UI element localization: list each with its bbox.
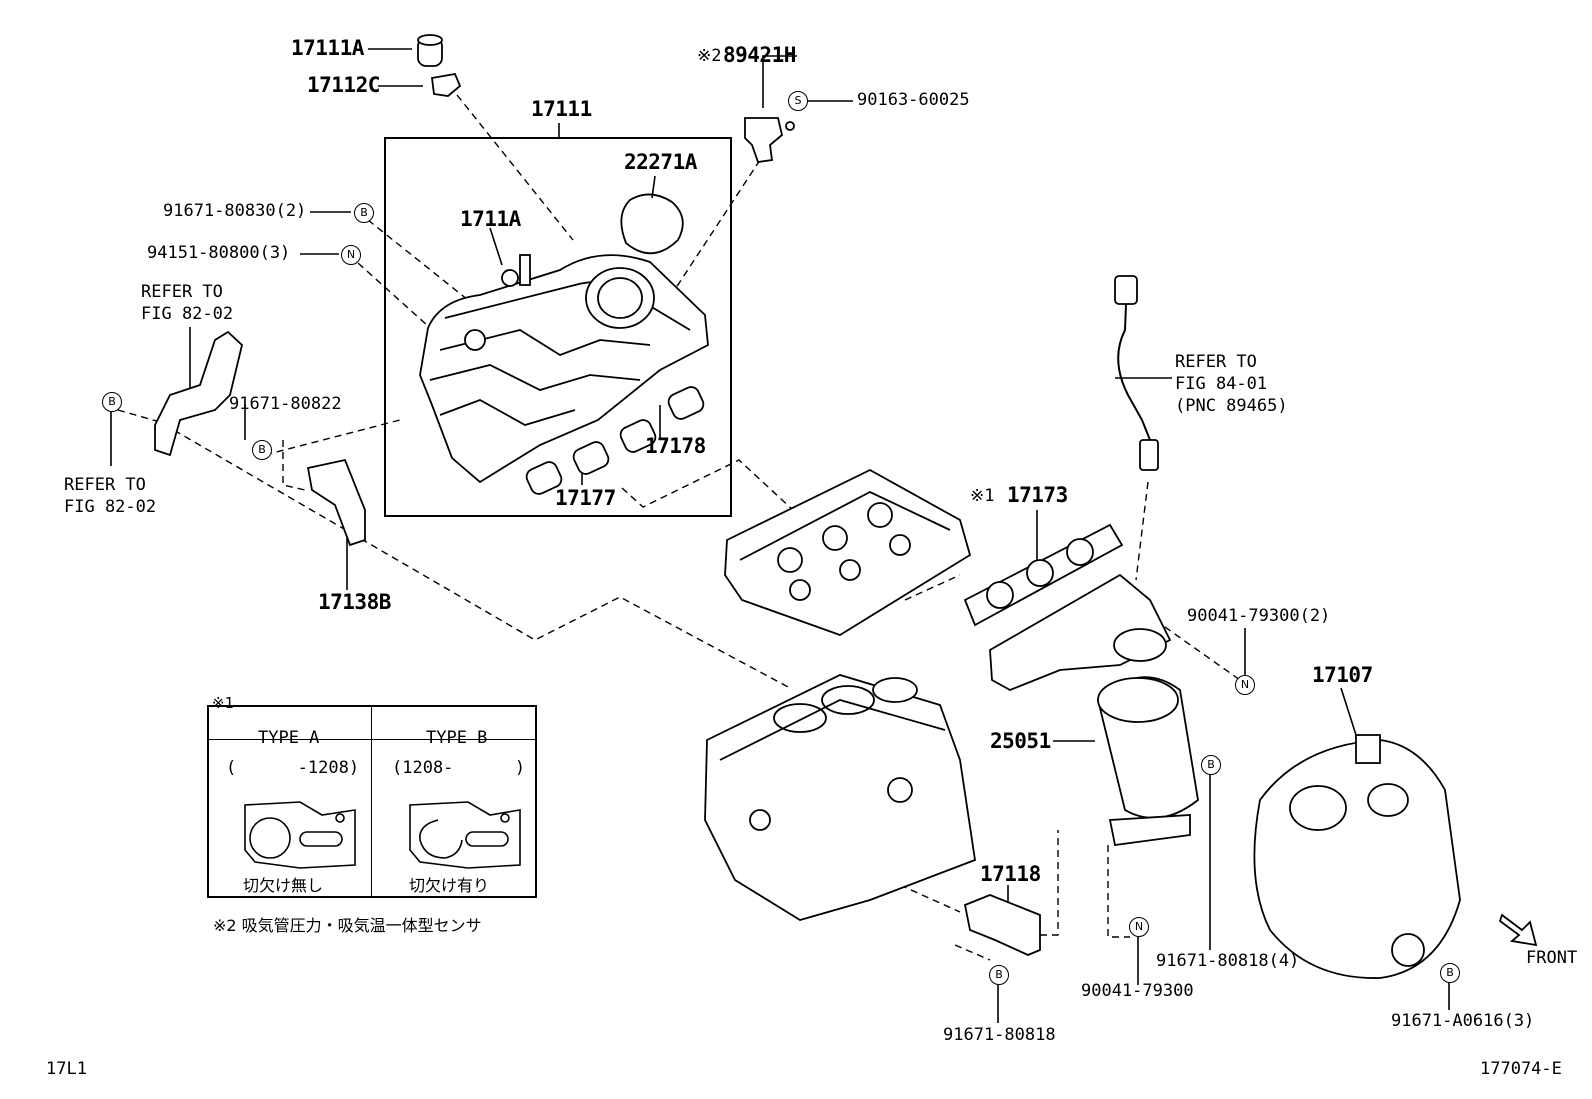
legend-type-a: TYPE A	[258, 728, 320, 748]
leader-17107	[1340, 687, 1357, 736]
leader-89421H	[762, 55, 797, 108]
label-25051[interactable]: 25051	[990, 729, 1051, 753]
label-90041-79300[interactable]: 90041-79300	[1081, 981, 1194, 1001]
circle-b-91671-A0616: B	[1440, 963, 1460, 983]
label-refer-to-a: REFER TO	[141, 282, 223, 302]
dash-90041	[1107, 845, 1130, 938]
legend-gasket-type-b-icon	[409, 801, 521, 869]
dash-bracket-left	[117, 409, 791, 689]
label-pnc-89465: (PNC 89465)	[1175, 396, 1288, 416]
label-refer-to-b: REFER TO	[64, 475, 146, 495]
dash-17118-b	[954, 944, 991, 961]
circle-n-90041-2: N	[1235, 675, 1255, 695]
o2-sensor-icon	[1114, 275, 1159, 471]
label-17118[interactable]: 17118	[980, 862, 1041, 886]
label-89421H[interactable]: 89421H	[723, 43, 796, 67]
dash-b-bolt	[367, 219, 469, 301]
label-94151-80800[interactable]: 94151-80800(3)	[147, 243, 291, 263]
label-90163-60025[interactable]: 90163-60025	[857, 90, 970, 110]
dash-17173	[904, 574, 961, 601]
hose-17111A-icon	[417, 34, 443, 67]
label-17138B[interactable]: 17138B	[318, 590, 391, 614]
label-17173[interactable]: 17173	[1007, 483, 1068, 507]
circle-b-91671-80830: B	[354, 203, 374, 223]
bracket-refer-icon	[154, 330, 243, 457]
label-mark1: ※1	[970, 486, 995, 506]
label-17178[interactable]: 17178	[645, 434, 706, 458]
gasket-17173-icon	[963, 523, 1124, 627]
catalytic-converter-25051-icon	[1097, 676, 1199, 847]
circle-b-91671-80818-4: B	[1201, 755, 1221, 775]
label-91671-80822[interactable]: 91671-80822	[229, 394, 342, 414]
circle-n-90041: N	[1129, 917, 1149, 937]
cylinder-head-icon	[724, 468, 972, 636]
label-91671-80830[interactable]: 91671-80830(2)	[163, 201, 307, 221]
label-1711A[interactable]: 1711A	[460, 207, 521, 231]
dash-bracket-17118	[899, 884, 961, 913]
legend-header-row	[209, 707, 535, 740]
label-mark2: ※2	[697, 46, 722, 66]
dash-89421H	[667, 159, 761, 301]
label-fig-84-01[interactable]: FIG 84-01	[1175, 374, 1268, 394]
intake-manifold-group-box	[384, 137, 732, 517]
gasket-22271A-icon	[620, 193, 684, 255]
legend-table	[207, 705, 537, 898]
label-refer-to-c: REFER TO	[1175, 352, 1257, 372]
footer-left-code: 17L1	[46, 1059, 87, 1079]
dash-9167180822	[282, 440, 306, 491]
dash-gasket	[621, 459, 794, 511]
dash-o2	[1135, 481, 1149, 581]
label-90041-79300-2[interactable]: 90041-79300(2)	[1187, 606, 1331, 626]
label-91671-A0616[interactable]: 91671-A0616(3)	[1391, 1011, 1535, 1031]
footer-right-code: 177074-E	[1480, 1059, 1562, 1079]
legend-range-b: (1208- )	[392, 758, 526, 778]
legend-note-2: ※2 吸気管圧力・吸気温一体型センサ	[213, 916, 482, 935]
label-91671-80818-4[interactable]: 91671-80818(4)	[1156, 951, 1300, 971]
leader-1711A	[489, 227, 503, 266]
legend-divider	[371, 707, 372, 896]
bracket-17138B-icon	[306, 458, 366, 547]
bracket-17118-icon	[963, 894, 1041, 956]
clip-17112C-icon	[431, 72, 462, 97]
label-17111[interactable]: 17111	[531, 97, 592, 121]
dash-17112C	[456, 94, 574, 241]
label-fig-82-02-b[interactable]: FIG 82-02	[64, 497, 157, 517]
label-17111A[interactable]: 17111A	[291, 36, 364, 60]
dash-bracket-b	[264, 419, 401, 456]
label-17112C[interactable]: 17112C	[307, 73, 380, 97]
label-91671-80818[interactable]: 91671-80818	[943, 1025, 1056, 1045]
front-arrow-icon	[1498, 913, 1538, 947]
circle-n-94151: N	[341, 245, 361, 265]
exhaust-manifold-icon	[989, 573, 1172, 691]
intake-manifold-icon	[419, 254, 709, 484]
circle-s-90163: S	[788, 91, 808, 111]
cylinder-block-icon	[704, 674, 976, 921]
circle-b-91671-80822: B	[252, 440, 272, 460]
label-17107[interactable]: 17107	[1312, 663, 1373, 687]
legend-gasket-type-a-icon	[244, 801, 356, 869]
dash-n-nut	[357, 262, 439, 336]
sensor-89421H-icon	[744, 117, 795, 163]
label-front: FRONT	[1526, 948, 1578, 968]
label-17177[interactable]: 17177	[555, 486, 616, 510]
legend-range-a: ( -1208)	[226, 758, 360, 778]
legend-caption-a: 切欠け無し	[243, 876, 324, 895]
circle-b-left: B	[102, 392, 122, 412]
circle-b-91671-80818: B	[989, 965, 1009, 985]
dash-bolt-17118	[1040, 830, 1059, 936]
heat-insulator-17107-icon	[1253, 734, 1461, 979]
legend-caption-b: 切欠け有り	[409, 876, 490, 895]
label-fig-82-02-a[interactable]: FIG 82-02	[141, 304, 234, 324]
legend-type-b: TYPE B	[426, 728, 488, 748]
gasket-17177-icon	[525, 386, 705, 495]
dash-90041-2	[1154, 619, 1241, 681]
label-22271A[interactable]: 22271A	[624, 150, 697, 174]
